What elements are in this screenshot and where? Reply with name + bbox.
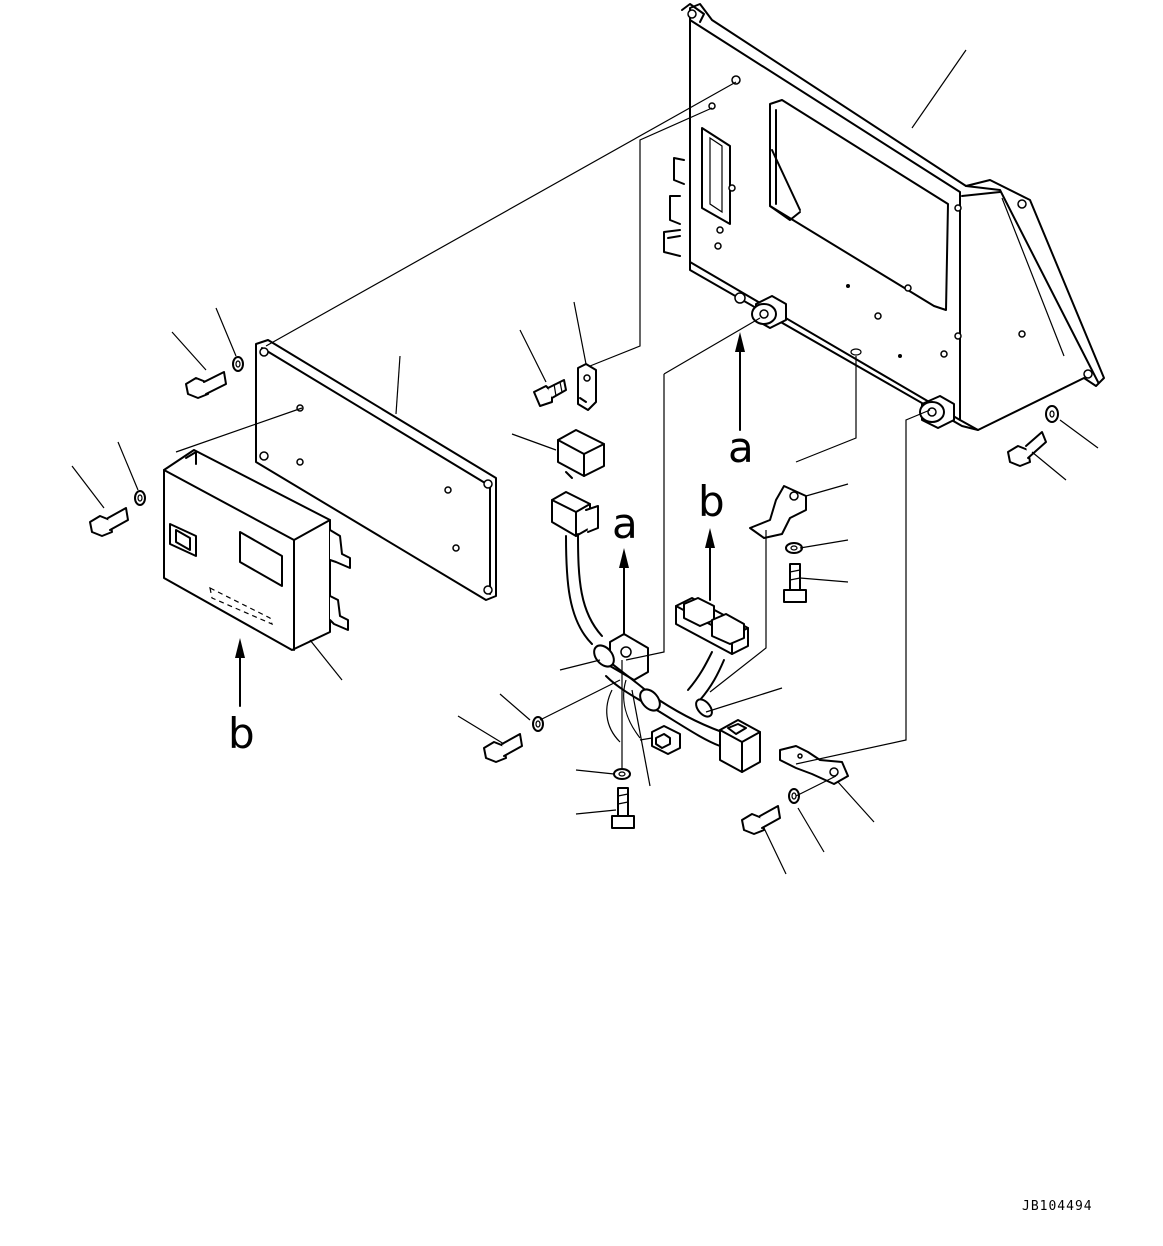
controller-box	[163, 449, 351, 651]
bolt-right-middle	[783, 563, 807, 603]
mounting-bracket	[663, 3, 1105, 431]
wiring-harness	[551, 491, 761, 773]
bolt-harness-left	[483, 733, 523, 763]
drawing-number: JB104494	[1022, 1199, 1093, 1214]
view-arrow-a-upper: a	[728, 332, 754, 472]
washer-left-lower	[134, 490, 146, 506]
spacer-boss-lower	[919, 395, 955, 429]
washer-right-middle	[785, 542, 803, 554]
bracket-middle-right	[749, 485, 807, 539]
bolt-lower-right	[741, 805, 781, 835]
washer-lower-right	[788, 788, 800, 804]
washer-upper-left	[232, 356, 244, 372]
view-label-b-upper: b	[698, 477, 725, 526]
view-arrow-b-upper: b	[698, 477, 725, 601]
bracket-lower-right	[779, 745, 849, 785]
bolt-harness-bottom	[611, 787, 635, 829]
clip-upper	[577, 363, 597, 411]
view-arrow-a-lower: a	[612, 499, 638, 635]
view-label-b-lower: b	[228, 709, 255, 758]
washer-harness-bottom	[613, 768, 631, 780]
leader-lines	[71, 49, 1099, 875]
relay	[557, 429, 605, 479]
bolt-left-lower	[89, 507, 129, 537]
controller-plate	[255, 339, 497, 601]
washer-harness-left	[532, 716, 544, 732]
view-arrow-b-lower: b	[228, 638, 255, 758]
assembly-center-lines	[175, 81, 931, 797]
washer-bracket-right	[1045, 405, 1059, 423]
bolt-upper-left	[185, 371, 227, 399]
bolt-bracket-right	[1007, 431, 1047, 467]
screw-relay	[533, 379, 567, 407]
view-label-a-lower: a	[612, 499, 638, 548]
view-label-a-upper: a	[728, 423, 754, 472]
